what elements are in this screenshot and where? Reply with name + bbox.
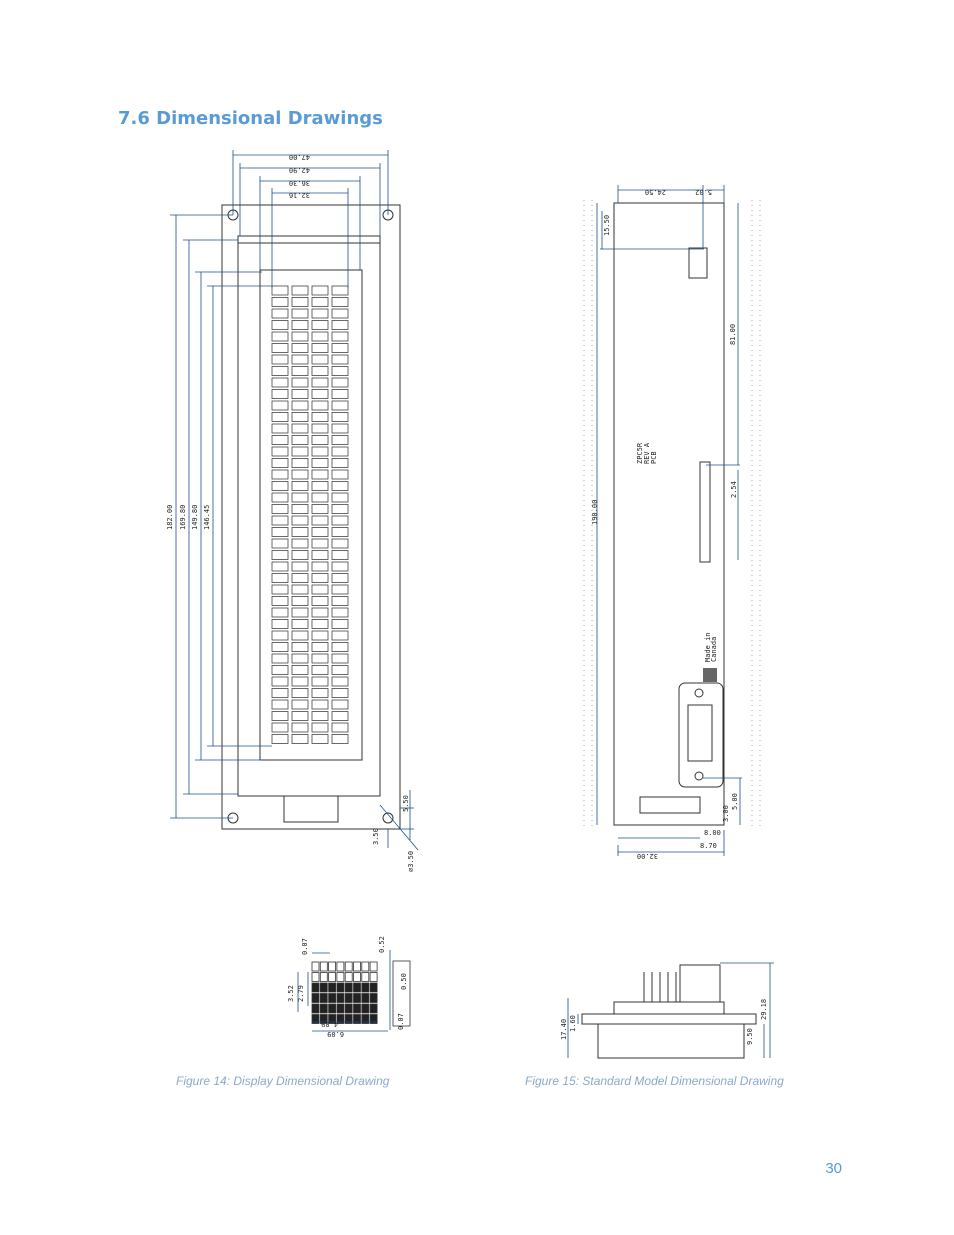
- maker-logo-icon: [703, 668, 717, 682]
- bottom-header: [639, 796, 701, 814]
- figure-15-caption: Figure 15: Standard Model Dimensional Dr…: [525, 1074, 784, 1088]
- dim-left-3: 149.80: [191, 505, 199, 530]
- dim-side-1: 17.40: [560, 1019, 568, 1040]
- dim-char-6: 0.07: [397, 1013, 405, 1030]
- char-detail-drawing: [311, 960, 411, 1027]
- dim-top-4: 32.16: [289, 191, 310, 199]
- figure-14-caption: Figure 14: Display Dimensional Drawing: [176, 1074, 390, 1088]
- side-dimension-lines: [567, 962, 774, 1058]
- dim-char-2: 0.52: [378, 936, 386, 953]
- dim-hole-offset: 5.50: [402, 795, 410, 812]
- svg-text:ZPC5R: ZPC5R: [636, 442, 644, 464]
- maker-logo: Made in Canada: [703, 632, 718, 682]
- dim-char-7: 4.89: [321, 1020, 338, 1028]
- header-pins: [699, 461, 711, 563]
- dim-left-4: 146.45: [203, 505, 211, 530]
- dim-back-top-2: 5.02: [695, 188, 712, 196]
- dim-back-bottom-1: 5.00: [731, 793, 739, 810]
- dim-back-bottom-3: 8.00: [704, 829, 721, 837]
- page-number: 30: [825, 1160, 842, 1177]
- dim-top-2: 42.90: [289, 166, 310, 174]
- dim-left-1: 182.00: [166, 505, 174, 530]
- svg-text:REV A: REV A: [643, 442, 651, 464]
- char-detail-dimension-lines: [297, 950, 391, 1032]
- section-heading: 7.6 Dimensional Drawings: [118, 108, 383, 129]
- dim-back-side-3: 190.00: [591, 500, 599, 525]
- dim-side-3: 9.50: [746, 1028, 754, 1045]
- dim-top-3: 36.30: [289, 179, 310, 187]
- dim-char-8: 6.09: [327, 1030, 344, 1038]
- dim-left-2: 169.80: [179, 505, 187, 530]
- dim-back-bottom-2: 3.00: [722, 805, 730, 822]
- board-text: ZPC5R REV A PCB: [636, 442, 658, 464]
- dim-side-4: 29.18: [760, 999, 768, 1020]
- mount-hole-br: [382, 812, 394, 824]
- dim-back-bottom-4: 8.70: [700, 842, 717, 850]
- dim-char-3: 3.52: [287, 985, 295, 1002]
- dim-back-top-1: 24.50: [645, 188, 666, 196]
- front-dimension-lines: [170, 150, 419, 851]
- back-dimension-lines: [596, 185, 742, 856]
- dim-top-1: 47.00: [289, 153, 310, 161]
- connector-top: [688, 247, 708, 279]
- svg-text:PCB: PCB: [650, 451, 658, 464]
- dim-hole-gap: 3.50: [372, 828, 380, 845]
- dim-side-2: 1.60: [569, 1015, 577, 1032]
- dim-char-1: 0.07: [301, 938, 309, 955]
- side-view-drawing: [581, 964, 757, 1059]
- dim-char-5: 0.50: [400, 973, 408, 990]
- db9-connector: [678, 682, 724, 788]
- dim-back-side-4: 2.54: [730, 481, 738, 498]
- dim-hole-diameter: ⌀3.50: [407, 851, 415, 872]
- svg-text:Canada: Canada: [710, 637, 718, 662]
- svg-text:Made in: Made in: [704, 632, 712, 662]
- dim-back-side-2: 81.00: [729, 324, 737, 345]
- dim-back-bottom-5: 32.00: [637, 852, 658, 860]
- dim-char-4: 2.79: [297, 985, 305, 1002]
- back-view-drawing: [583, 200, 761, 828]
- front-view-drawing: [221, 204, 401, 830]
- dim-back-side-1: 15.50: [603, 215, 611, 236]
